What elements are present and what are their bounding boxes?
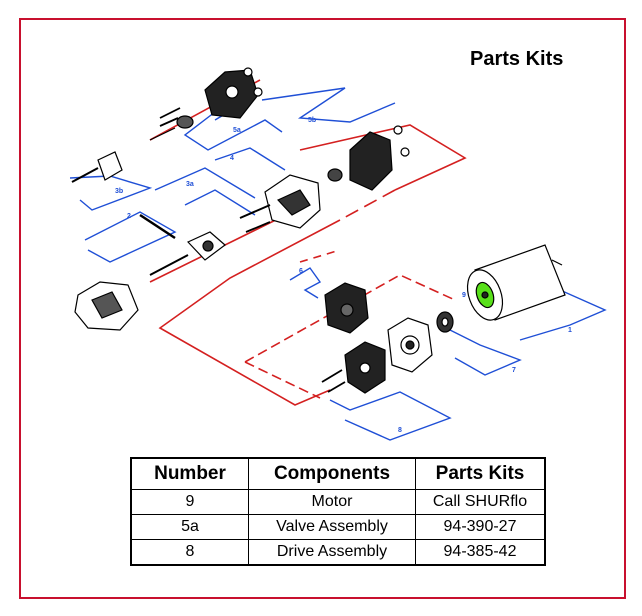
cell-component: Drive Assembly [248, 539, 416, 566]
callout-6: 6 [299, 268, 303, 275]
cell-parts-kit: 94-390-27 [415, 514, 546, 540]
header-parts-kits: Parts Kits [415, 457, 546, 490]
pump-head [239, 174, 321, 229]
header-number: Number [130, 457, 249, 490]
bracket-part [71, 151, 123, 183]
callout-4: 4 [230, 155, 234, 162]
valve-plate-top [149, 67, 263, 141]
callout-5b: 5b [308, 117, 316, 124]
callout-labels: 5b 5a 4 3a 3b 2 6 9 8 7 1 [115, 117, 572, 434]
cell-component: Motor [248, 489, 416, 515]
callout-1: 1 [568, 327, 572, 334]
end-housing-left [74, 281, 139, 331]
cam-bearing [436, 311, 454, 333]
cell-number: 9 [130, 489, 249, 515]
table-row: 5a Valve Assembly 94-390-27 [130, 514, 546, 540]
table-header-row: Number Components Parts Kits [130, 457, 546, 490]
motor [466, 244, 566, 321]
screws [159, 107, 346, 393]
callout-2: 2 [127, 213, 131, 220]
table-row: 9 Motor Call SHURflo [130, 489, 546, 515]
drive-plate [344, 317, 433, 394]
callout-3a: 3a [186, 181, 194, 188]
callout-3b: 3b [115, 188, 123, 195]
callout-7: 7 [512, 367, 516, 374]
parts-kits-table: Number Components Parts Kits 9 Motor Cal… [130, 457, 546, 566]
cell-number: 5a [130, 514, 249, 540]
cell-parts-kit: 94-385-42 [415, 539, 546, 566]
callout-5a: 5a [233, 127, 241, 134]
part-drawings [71, 67, 566, 394]
callout-8: 8 [398, 427, 402, 434]
diaphragm-housing [324, 282, 369, 334]
cell-parts-kit: Call SHURflo [415, 489, 546, 515]
cell-number: 8 [130, 539, 249, 566]
callout-9: 9 [462, 292, 466, 299]
upper-housing [327, 125, 410, 191]
assembly-lines [149, 79, 467, 406]
page-title: Parts Kits [470, 48, 564, 70]
cell-component: Valve Assembly [248, 514, 416, 540]
valve-cluster [139, 213, 226, 276]
table-row: 8 Drive Assembly 94-385-42 [130, 539, 546, 566]
header-components: Components [248, 457, 416, 490]
